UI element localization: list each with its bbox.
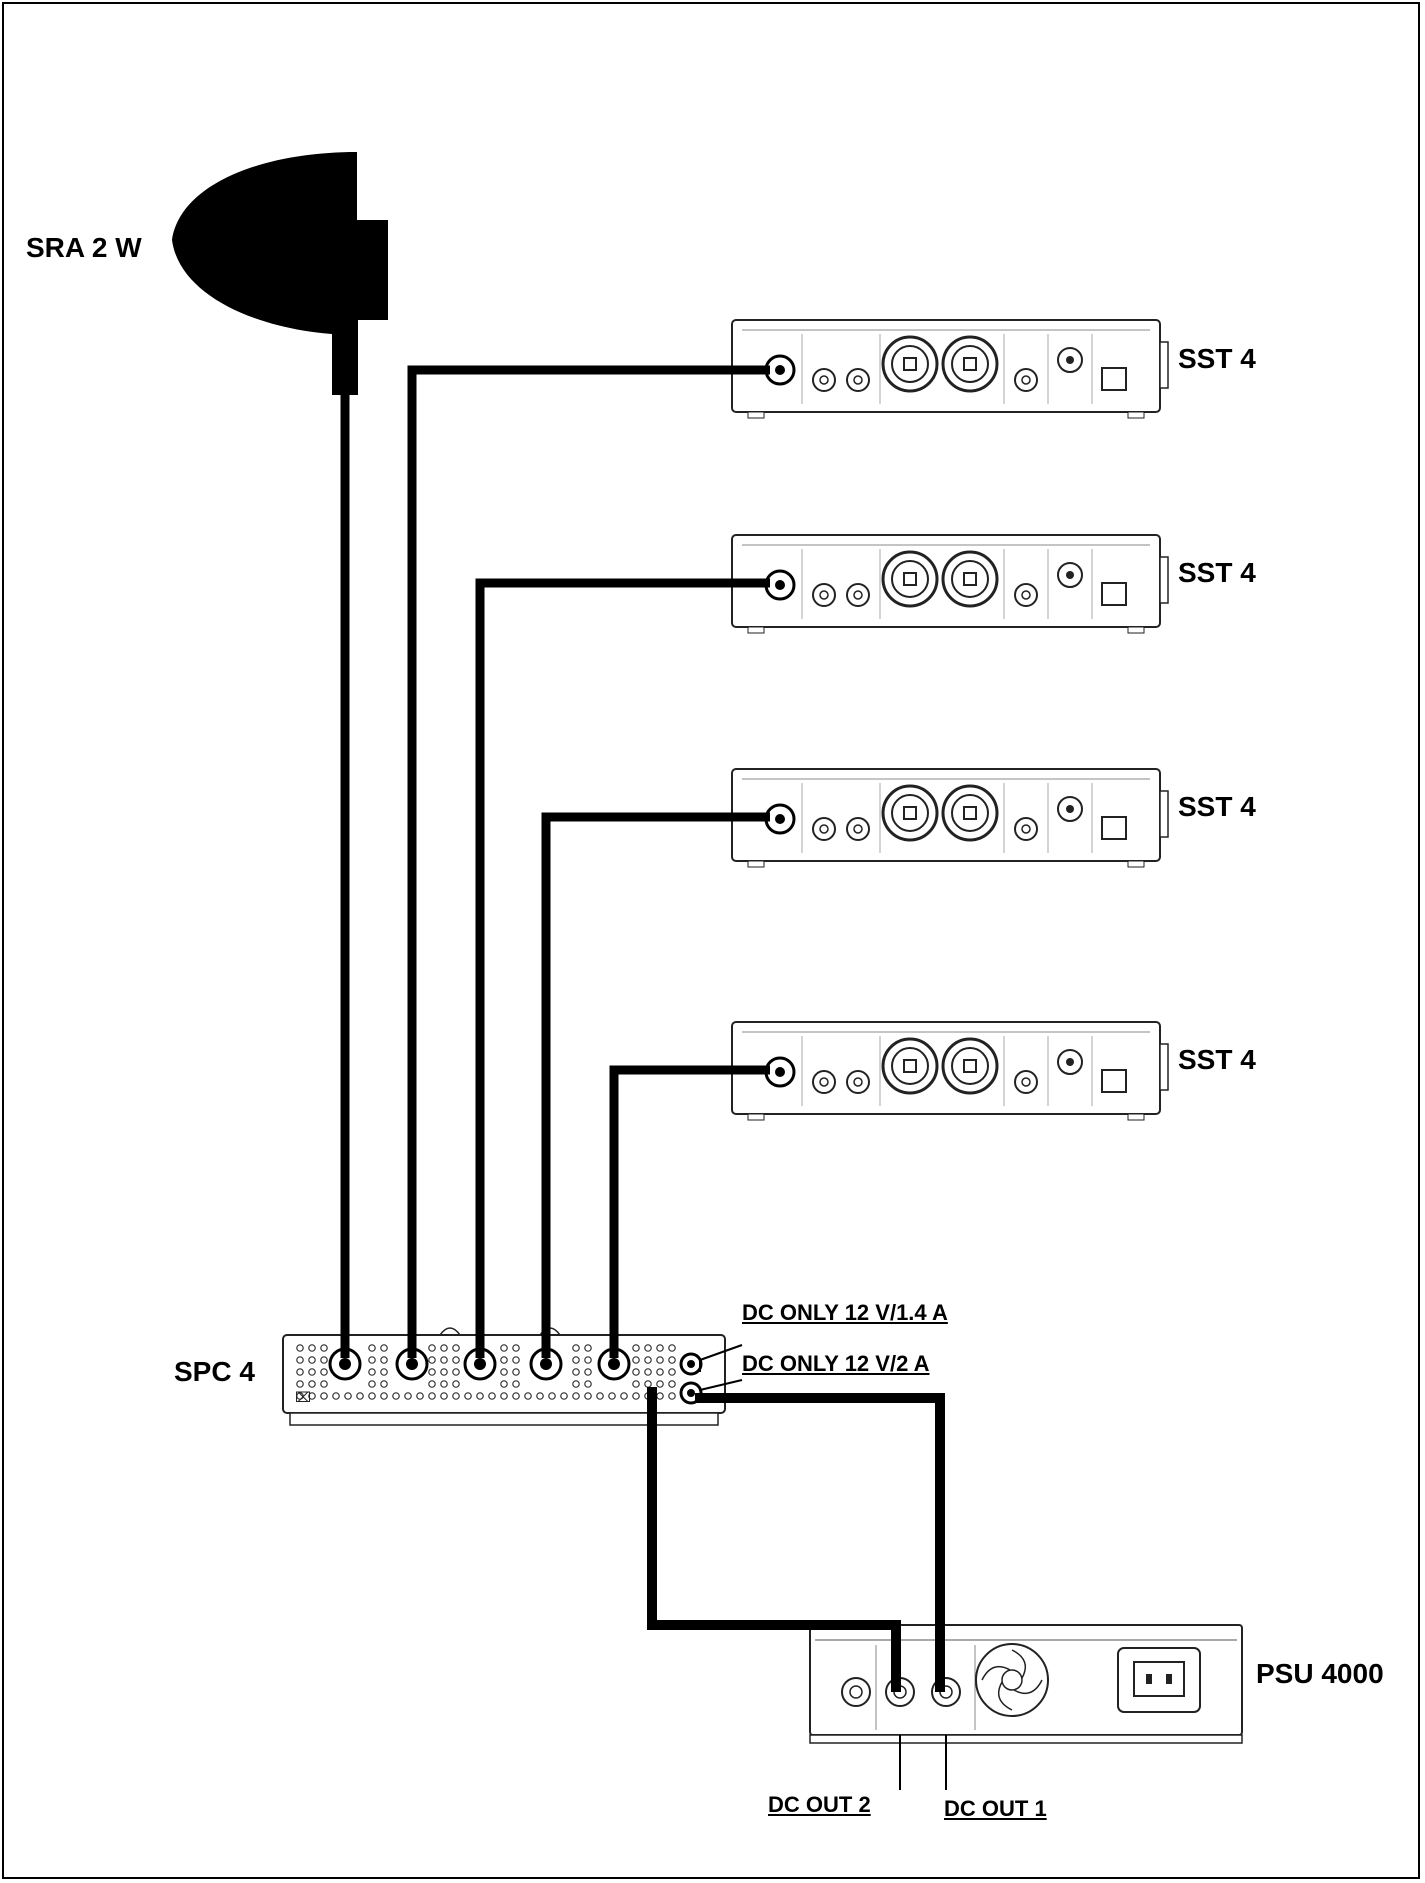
label-dc-in-lower: DC ONLY 12 V/2 A — [742, 1351, 930, 1376]
cables — [340, 365, 945, 1692]
cable-receiver-4 — [609, 1065, 770, 1358]
antenna-sra2w — [172, 152, 388, 395]
receiver-unit-3 — [731, 768, 1169, 868]
label-dc-out-2: DC OUT 2 — [768, 1792, 871, 1817]
receiver-unit-4 — [731, 1021, 1169, 1121]
label-dc-in-upper: DC ONLY 12 V/1.4 A — [742, 1300, 948, 1325]
label-receiver-4: SST 4 — [1178, 1044, 1256, 1075]
cable-receiver-3 — [541, 812, 770, 1358]
cable-receiver-1 — [407, 365, 770, 1358]
receiver-unit-2 — [731, 534, 1169, 634]
label-receiver-3: SST 4 — [1178, 791, 1256, 822]
leader-lines — [699, 1344, 947, 1790]
psu-4000 — [809, 1624, 1243, 1744]
label-dc-out-1: DC OUT 1 — [944, 1796, 1047, 1821]
receiver-unit-1 — [731, 319, 1169, 419]
label-splitter: SPC 4 — [174, 1356, 255, 1387]
cable-receiver-2 — [475, 578, 770, 1358]
svg-text:⌧: ⌧ — [295, 1389, 311, 1405]
label-antenna: SRA 2 W — [26, 232, 142, 263]
label-psu: PSU 4000 — [1256, 1658, 1384, 1689]
cable-dc-out-1 — [695, 1393, 945, 1692]
cable-dc-out-2 — [647, 1387, 901, 1692]
receiver-group — [731, 319, 1169, 1121]
label-receiver-1: SST 4 — [1178, 343, 1256, 374]
splitter-vent-holes — [296, 1344, 676, 1400]
label-receiver-2: SST 4 — [1178, 557, 1256, 588]
